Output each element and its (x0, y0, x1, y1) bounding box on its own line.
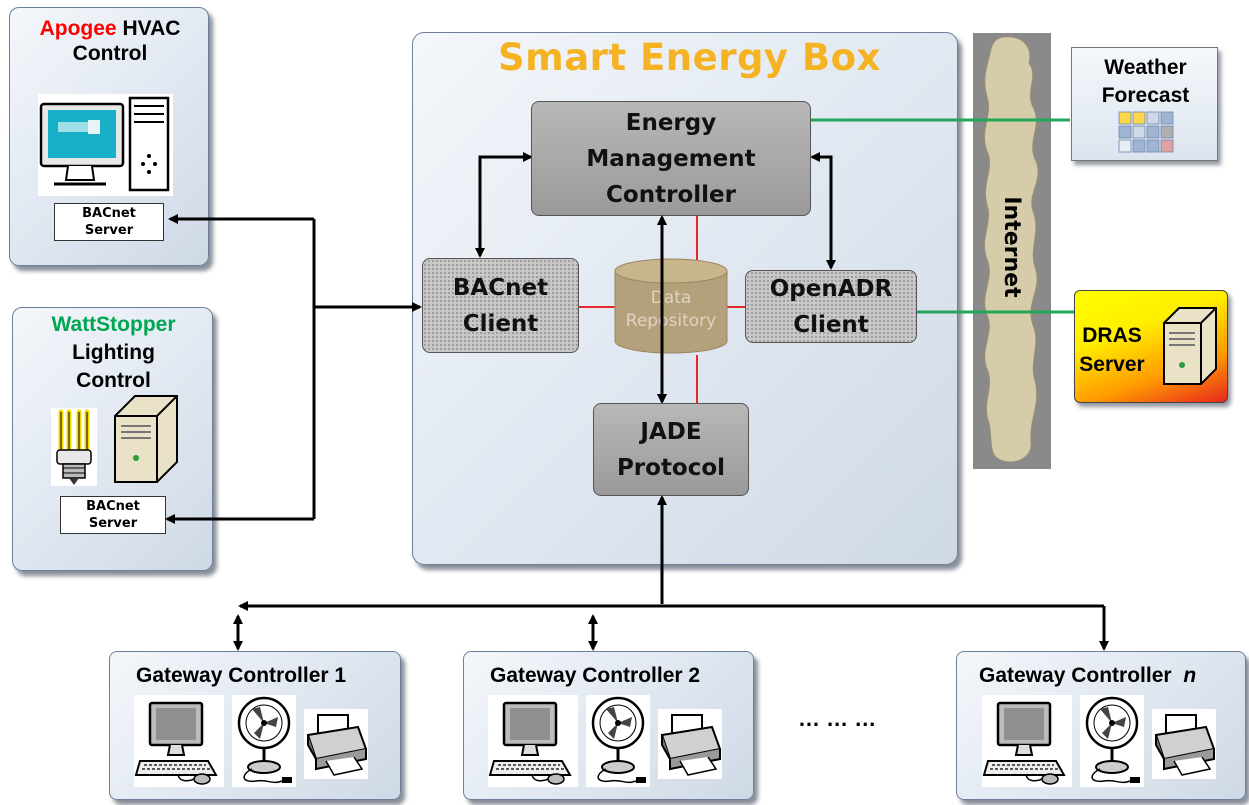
bacnet-client-line1: BACnet (452, 274, 549, 301)
smart-energy-box-title: Smart Energy Box (498, 36, 881, 79)
gateway-2-title: Gateway Controller 2 (490, 664, 701, 687)
data-repo-line2: Repository (625, 311, 717, 331)
fan-icon (584, 693, 652, 789)
openadr-client-line1: OpenADR (769, 275, 893, 302)
weather-icon-tile (1146, 125, 1160, 139)
fan-icon (1078, 693, 1146, 789)
server-icon (114, 395, 178, 483)
internal-red-links (578, 215, 746, 404)
lighting-title-line1: Lighting (72, 341, 155, 364)
emc-line1: Energy (625, 109, 717, 136)
weather-line2: Forecast (1101, 84, 1190, 107)
hvac-server-line1: BACnet (82, 206, 136, 221)
ellipsis-text: … … … (798, 706, 877, 731)
openadr-client: OpenADR Client (745, 270, 917, 343)
gateway-n-label: Gateway Controller (979, 664, 1172, 687)
hvac-title-text: HVAC (122, 17, 181, 40)
printer-icon (303, 708, 369, 780)
bacnet-client-line2: Client (462, 310, 539, 337)
jade-line2: Protocol (616, 454, 726, 481)
lighting-title-line2: Control (76, 369, 151, 392)
emc-line3: Controller (606, 181, 736, 208)
printer-icon (657, 708, 723, 780)
lighting-server-line2: Server (88, 516, 138, 531)
weather-icon-tile (1132, 139, 1146, 153)
weather-icon-tile (1132, 125, 1146, 139)
weather-icon-tile (1160, 125, 1174, 139)
printer-icon (1151, 708, 1217, 780)
cfl-bulb-icon (51, 408, 97, 486)
internet-cloud (983, 36, 1039, 463)
gateway-n-title: Gateway Controller n (979, 664, 1196, 688)
hvac-brand: Apogee (39, 17, 117, 40)
hvac-title-line2: Control (72, 42, 148, 65)
weather-icon-tile (1132, 111, 1146, 125)
dras-server-box: DRAS Server (1074, 290, 1228, 403)
lighting-control-panel: WattStopper Lighting Control BACnet Serv… (12, 307, 213, 571)
emc-bacnet-arrow (475, 152, 533, 258)
weather-icon-tile (1146, 139, 1160, 153)
lighting-title: WattStopper Lighting Control (13, 311, 214, 395)
dras-line1: DRAS (1082, 324, 1142, 347)
dras-server-icon (1163, 307, 1217, 385)
data-repository-cylinder (614, 258, 728, 354)
weather-icon-tile (1118, 139, 1132, 153)
openadr-client-line2: Client (793, 311, 869, 338)
fan-icon (230, 693, 298, 789)
weather-forecast-box: Weather Forecast (1071, 47, 1218, 161)
jade-line1: JADE (640, 418, 702, 445)
weather-icon-tile (1146, 111, 1160, 125)
weather-icons (1118, 111, 1174, 153)
hvac-bacnet-server: BACnet Server (54, 203, 164, 241)
lighting-server-line1: BACnet (86, 499, 140, 514)
weather-title: Weather Forecast (1072, 54, 1219, 110)
lighting-bacnet-server: BACnet Server (60, 496, 166, 534)
hvac-server-line2: Server (84, 223, 134, 238)
weather-line1: Weather (1104, 56, 1187, 79)
hvac-title: Apogee HVAC Control (10, 16, 210, 66)
bacnet-client: BACnet Client (422, 258, 579, 353)
computer-icon (38, 94, 173, 196)
computer-icon (486, 693, 580, 789)
weather-icon-tile (1160, 111, 1174, 125)
jade-protocol: JADE Protocol (593, 403, 749, 496)
dras-title: DRAS Server (1077, 321, 1147, 379)
lighting-brand: WattStopper (51, 313, 176, 336)
computer-icon (980, 693, 1074, 789)
computer-icon (132, 693, 226, 789)
green-links (810, 118, 1074, 314)
weather-icon-tile (1160, 139, 1174, 153)
energy-management-controller: Energy Management Controller (531, 101, 811, 216)
emc-line2: Management (586, 145, 756, 172)
weather-icon-tile (1118, 111, 1132, 125)
hvac-control-panel: Apogee HVAC Control BACnet Server (9, 7, 209, 266)
gateway-1-title: Gateway Controller 1 (136, 664, 347, 687)
emc-openadr-arrow (810, 152, 836, 270)
dras-line2: Server (1079, 353, 1145, 376)
gateway-n-suffix: n (1183, 664, 1197, 687)
weather-icon-tile (1118, 125, 1132, 139)
